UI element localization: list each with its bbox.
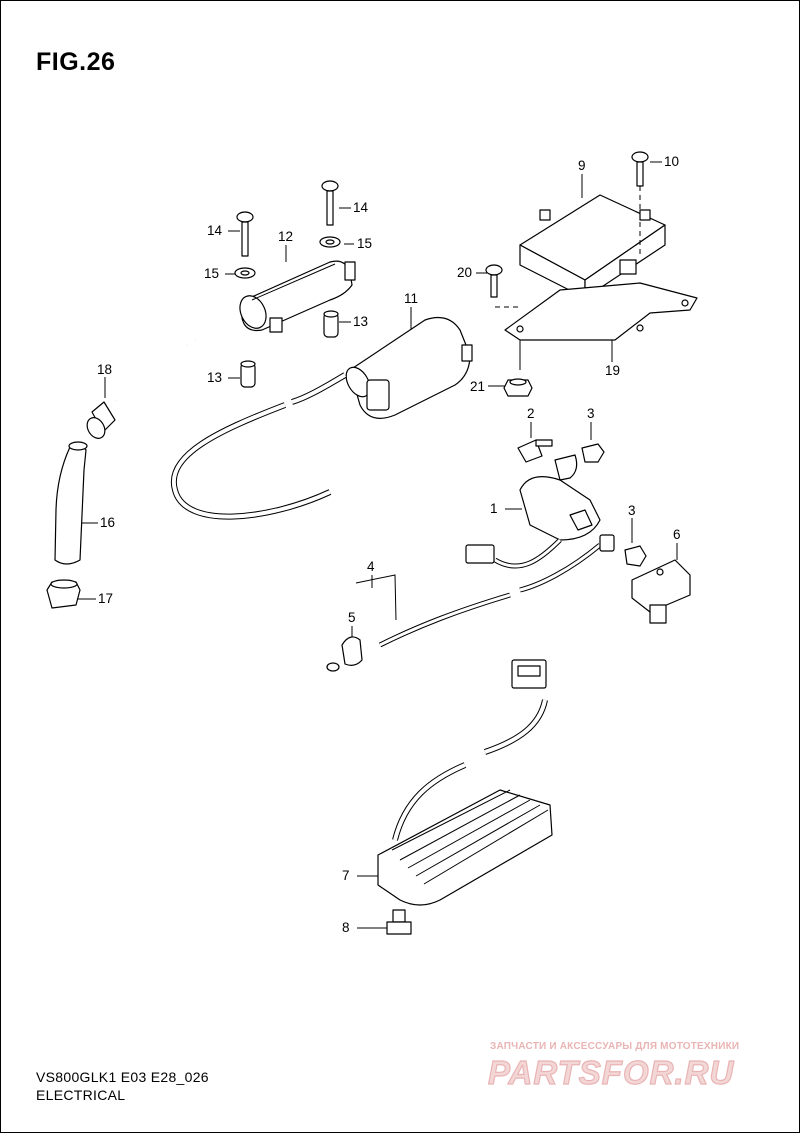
callout-17: 17 — [98, 591, 114, 606]
ignition-coil-upper — [239, 260, 356, 333]
callout-5: 5 — [348, 610, 356, 625]
ignitor-screw — [631, 151, 649, 255]
callout-9: 9 — [578, 158, 586, 173]
spark-plug-cap — [54, 441, 88, 565]
upper-high-tension-lead — [86, 321, 244, 439]
callout-4: 4 — [367, 559, 375, 574]
callout-6: 6 — [673, 527, 681, 542]
leader-lines — [78, 161, 678, 929]
model-code: VS800GLK1 E03 E28_026 — [36, 1069, 209, 1085]
callout-1: 1 — [490, 501, 498, 516]
callout-12: 12 — [278, 229, 294, 244]
callout-19: 19 — [605, 363, 621, 378]
callout-10: 10 — [664, 154, 680, 169]
figure-title: FIG.26 — [36, 48, 116, 76]
starter-relay — [519, 454, 601, 541]
callout-15: 15 — [204, 266, 220, 281]
callout-20: 20 — [457, 265, 473, 280]
ground-lead — [326, 592, 511, 672]
ignitor-unit — [519, 194, 666, 299]
callout-18: 18 — [97, 362, 113, 377]
relay-nuts — [581, 443, 647, 567]
callout-7: 7 — [342, 868, 350, 883]
relay-harness — [465, 534, 615, 593]
callout-14: 14 — [207, 223, 223, 238]
watermark-logo-text: PARTSFOR.RU — [488, 1054, 734, 1090]
callout-8: 8 — [342, 920, 350, 935]
callout-13: 13 — [353, 314, 369, 329]
relay-bolt — [517, 439, 553, 463]
regulator-rectifier — [377, 659, 553, 906]
coil-washers — [234, 236, 341, 279]
callout-15: 15 — [357, 236, 373, 251]
watermark-logo: PARTSFOR.RU — [487, 1054, 734, 1090]
ignitor-bracket — [504, 282, 698, 341]
regulator-bolt — [386, 909, 412, 935]
callout-11: 11 — [404, 291, 419, 306]
callout-21: 21 — [470, 379, 486, 394]
coil-mounting-screws — [236, 180, 339, 257]
side-stand-relay — [631, 559, 691, 624]
bracket-bolt — [485, 264, 503, 298]
lower-high-tension-lead — [170, 372, 347, 520]
callout-14: 14 — [353, 200, 369, 215]
spacer-collar — [240, 310, 339, 388]
callout-3: 3 — [628, 503, 636, 518]
bracket-nut — [503, 378, 533, 397]
callout-2: 2 — [527, 406, 535, 421]
ignition-coil-lower — [345, 317, 473, 419]
callout-3: 3 — [587, 406, 595, 421]
section-name: ELECTRICAL — [36, 1087, 126, 1103]
watermark-tagline: ЗАПЧАСТИ И АКСЕССУАРЫ ДЛЯ МОТОТЕХНИКИ — [490, 1041, 740, 1052]
callout-13: 13 — [207, 370, 223, 385]
callout-16: 16 — [100, 515, 116, 530]
plug-cap-cover — [46, 579, 81, 609]
